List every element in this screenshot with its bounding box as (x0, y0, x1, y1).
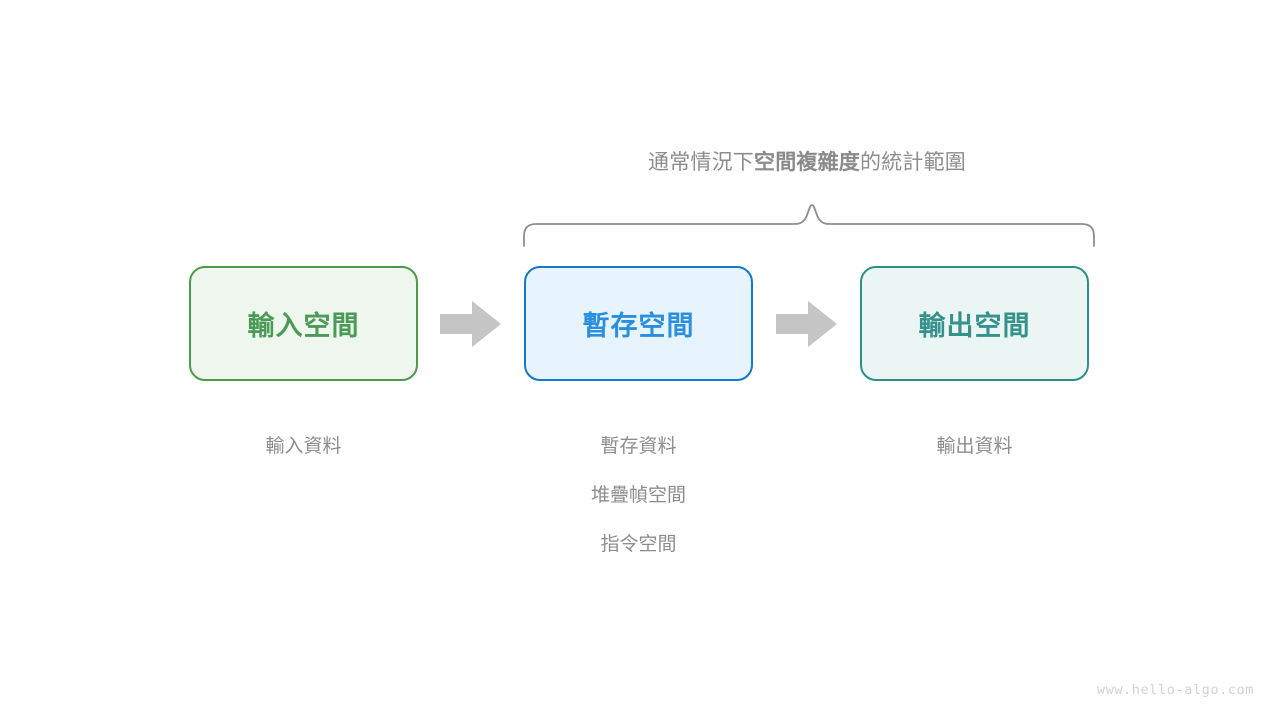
watermark: www.hello-algo.com (1096, 682, 1254, 698)
sublabels-output-space: 輸出資料 (860, 422, 1089, 471)
arrow-right-icon-1 (440, 300, 502, 353)
box-input-space-label: 輸入空間 (247, 311, 360, 341)
curly-brace (514, 198, 1104, 259)
sublabels-temp-space: 暫存資料 堆疊幀空間 指令空間 (524, 422, 753, 569)
sublabel-item: 輸入資料 (265, 436, 342, 457)
caption-suffix: 的統計範圍 (860, 151, 966, 174)
caption-prefix: 通常情況下 (648, 151, 754, 174)
sublabel-item: 指令空間 (600, 534, 677, 555)
box-temp-space: 暫存空間 (524, 266, 753, 381)
box-output-space-label: 輸出空間 (918, 311, 1031, 341)
box-input-space: 輸入空間 (189, 266, 418, 381)
sublabel-item: 輸出資料 (936, 436, 1013, 457)
arrow-right-icon-2 (776, 300, 838, 353)
box-temp-space-label: 暫存空間 (582, 311, 695, 341)
brace-caption: 通常情況下空間複雜度的統計範圍 (0, 148, 1280, 178)
box-output-space: 輸出空間 (860, 266, 1089, 381)
sublabel-item: 堆疊幀空間 (590, 485, 686, 506)
caption-emphasis: 空間複雜度 (754, 151, 860, 174)
sublabel-item: 暫存資料 (600, 436, 677, 457)
sublabels-input-space: 輸入資料 (189, 422, 418, 471)
